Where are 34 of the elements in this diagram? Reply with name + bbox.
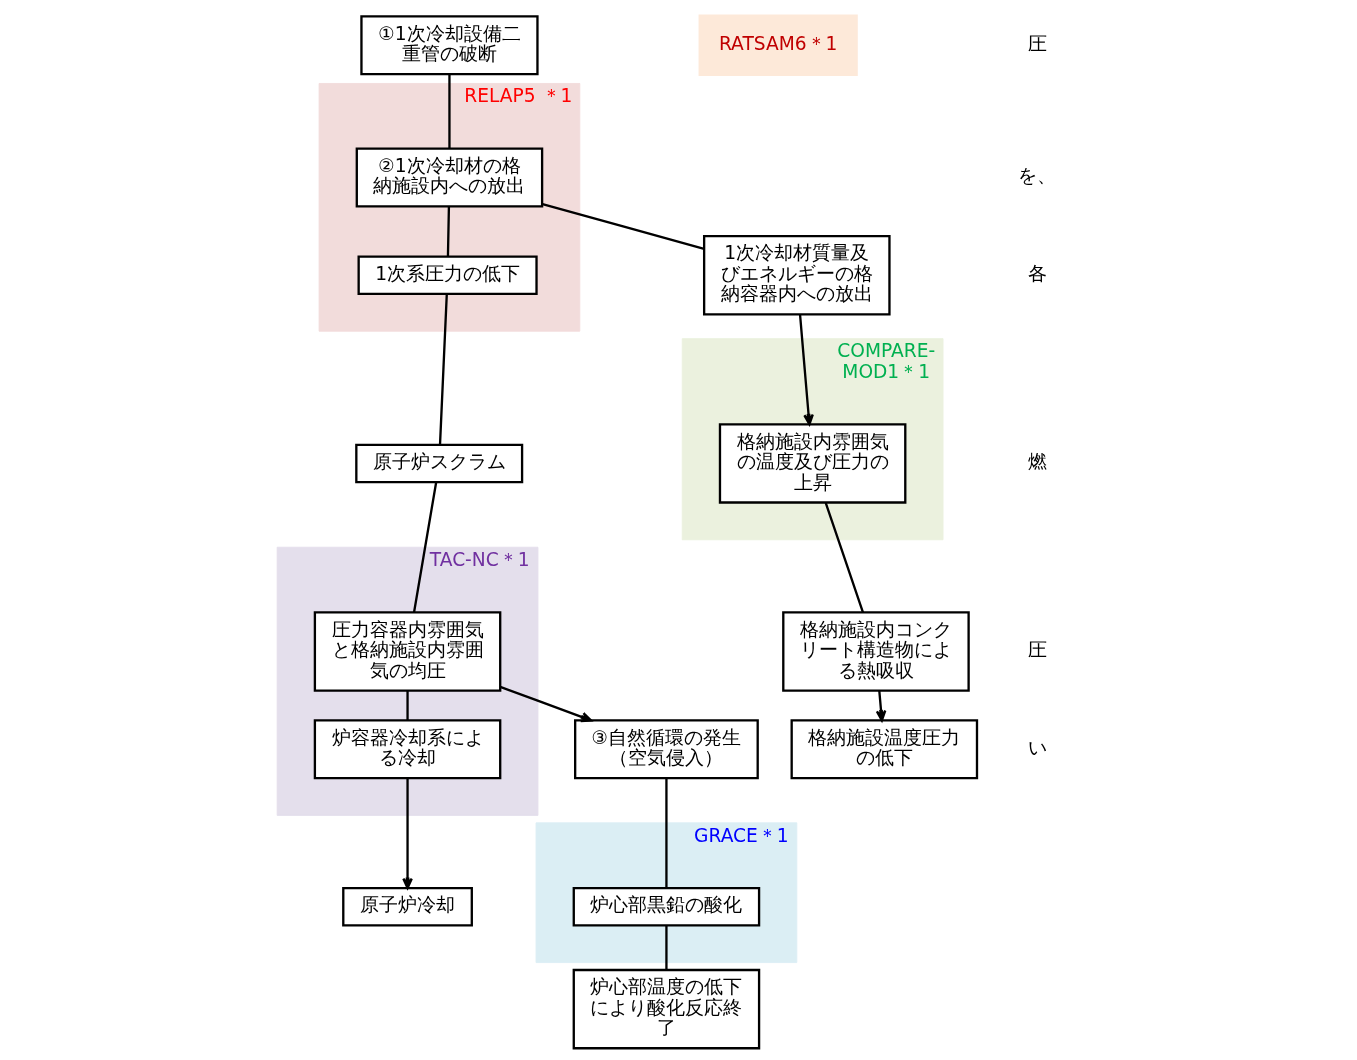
node-box: 炉容器冷却系による冷却 <box>313 719 501 780</box>
node-box: 格納施設内コンクリート構造物による熱吸収 <box>781 611 970 692</box>
connector <box>405 690 409 721</box>
connector <box>664 778 668 888</box>
arrow <box>875 690 886 722</box>
arrow <box>499 685 592 723</box>
node-box: 炉心部温度の低下により酸化反応終了 <box>572 968 760 1050</box>
connector <box>824 502 864 613</box>
connector <box>438 294 448 445</box>
node-box: ③自然循環の発生（空気侵入） <box>573 719 759 780</box>
node-box: 炉心部黒鉛の酸化 <box>572 886 760 927</box>
connector <box>412 482 437 613</box>
connector <box>541 203 704 250</box>
node-box: 格納施設温度圧力の低下 <box>790 719 978 780</box>
node-box: 1次冷却材質量及びエネルギーの格納容器内への放出 <box>702 235 891 316</box>
node-box: 原子炉冷却 <box>341 886 473 927</box>
node-box: 格納施設内雰囲気の温度及び圧力の上昇 <box>718 423 906 504</box>
node-box: 圧力容器内雰囲気と格納施設内雰囲気の均圧 <box>313 611 501 692</box>
label: 各 <box>1027 262 1047 284</box>
arrow <box>798 314 814 426</box>
connector <box>664 925 668 970</box>
label: を、 <box>1017 165 1056 187</box>
node-box: ①1次冷却設備二重管の破断 <box>359 15 539 76</box>
node-box: 1次系圧力の低下 <box>357 255 538 296</box>
node-box: ②1次冷却材の格納施設内への放出 <box>355 147 543 208</box>
label: 圧 <box>1027 32 1047 54</box>
node-box: RATSAM6＊1 <box>698 14 858 77</box>
arrow <box>401 778 413 890</box>
label: 燃 <box>1027 451 1047 473</box>
node-box: 原子炉スクラム <box>354 443 523 484</box>
connector <box>446 206 450 257</box>
label: い <box>1027 736 1047 758</box>
label: 圧 <box>1027 639 1047 661</box>
connector <box>447 74 451 149</box>
